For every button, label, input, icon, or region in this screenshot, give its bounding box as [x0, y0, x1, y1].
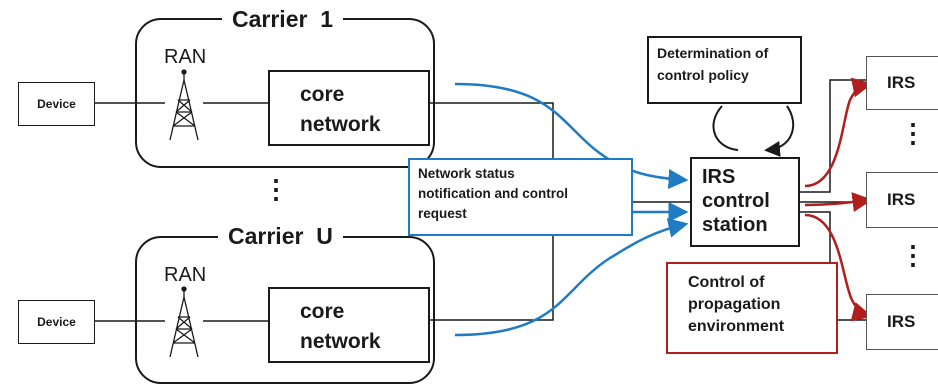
network-status-note: Network status notification and control …	[408, 158, 633, 236]
ran-label-u: RAN	[164, 264, 207, 286]
irs-unit-bottom-label: IRS	[887, 312, 916, 331]
network-status-line1: Network status	[418, 166, 515, 181]
irs-ellipsis-bottom: ⋮	[900, 240, 926, 270]
red-link-bottom	[804, 213, 873, 322]
propagation-control-line2: propagation	[688, 296, 781, 313]
carrier-ellipsis: ⋮	[263, 174, 289, 204]
core-network-1-line1: core	[300, 83, 345, 106]
core-network-u-line1: core	[300, 300, 345, 323]
irs-control-station-line1: IRS	[702, 166, 736, 188]
irs-bus-top	[800, 79, 866, 193]
red-link-top	[804, 77, 873, 188]
device-u-label: Device	[37, 315, 76, 329]
blue-link-carrieru	[454, 218, 689, 337]
irs-unit-bottom: IRS	[866, 294, 938, 350]
device-1-label: Device	[37, 97, 76, 111]
irs-control-station-line3: station	[702, 214, 768, 236]
propagation-control-line3: environment	[688, 318, 785, 335]
core-network-1-line2: network	[300, 113, 381, 136]
control-policy-box: Determination of control policy	[647, 36, 802, 104]
irs-control-station-box: IRS control station	[690, 157, 800, 247]
device-u-box: Device	[18, 300, 95, 344]
core-network-1-box: core network	[268, 70, 430, 146]
blue-link-carrier1	[454, 82, 689, 190]
control-policy-line1: Determination of	[657, 45, 769, 61]
policy-loop-left	[712, 105, 739, 151]
propagation-control-box: Control of propagation environment	[666, 262, 838, 354]
irs-unit-top: IRS	[866, 56, 938, 110]
carrier-u-title: Carrier U	[218, 223, 343, 249]
irs-ellipsis-top: ⋮	[900, 118, 926, 148]
control-policy-line2: control policy	[657, 67, 749, 83]
carrier-1-title: Carrier 1	[222, 6, 344, 32]
irs-control-station-line2: control	[702, 190, 770, 212]
core-network-u-line2: network	[300, 330, 381, 353]
irs-unit-middle-label: IRS	[887, 190, 916, 209]
propagation-control-line1: Control of	[688, 274, 765, 291]
policy-loop-right	[764, 105, 795, 157]
core-network-u-box: core network	[268, 287, 430, 363]
irs-unit-middle: IRS	[866, 172, 938, 228]
ran-tower-icon-u	[169, 286, 199, 358]
red-link-mid	[804, 192, 873, 213]
ran-label-1: RAN	[164, 46, 207, 68]
network-status-line3: request	[418, 206, 467, 221]
irs-unit-top-label: IRS	[887, 73, 916, 92]
network-status-line2: notification and control	[418, 186, 568, 201]
device-1-box: Device	[18, 82, 95, 126]
ran-tower-icon-1	[169, 69, 199, 141]
